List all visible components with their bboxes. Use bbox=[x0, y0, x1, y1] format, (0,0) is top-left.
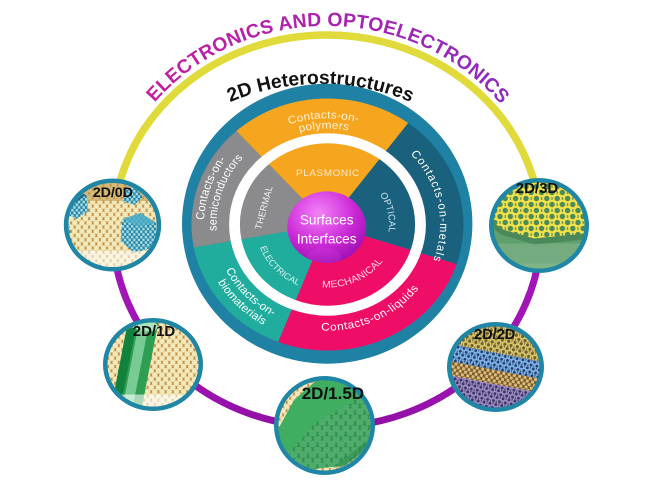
svg-text:2D/1D: 2D/1D bbox=[133, 323, 176, 340]
svg-text:Surfaces: Surfaces bbox=[300, 213, 354, 228]
svg-text:PLASMONIC: PLASMONIC bbox=[296, 168, 360, 179]
svg-text:polymers: polymers bbox=[297, 120, 350, 135]
svg-text:2D/3D: 2D/3D bbox=[516, 180, 559, 197]
svg-text:Interfaces: Interfaces bbox=[297, 232, 357, 247]
svg-text:2D/2D: 2D/2D bbox=[474, 327, 515, 343]
svg-text:2D/0D: 2D/0D bbox=[93, 185, 133, 201]
svg-text:2D/1.5D: 2D/1.5D bbox=[302, 384, 364, 403]
